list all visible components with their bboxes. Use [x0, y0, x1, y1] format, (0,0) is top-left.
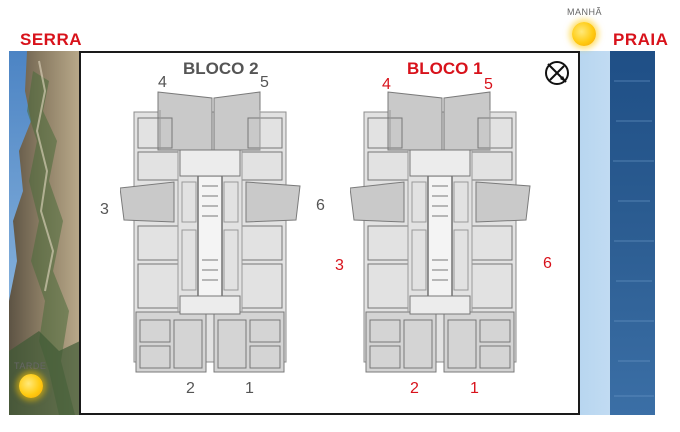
sun-icon	[572, 22, 596, 46]
bloco1-floorplan	[349, 90, 540, 385]
serra-label: SERRA	[20, 30, 83, 49]
bloco1-unit-6: 6	[543, 255, 552, 272]
bloco2-unit-5: 5	[260, 74, 269, 91]
bloco2-unit-6: 6	[316, 197, 325, 214]
bloco2-unit-1: 1	[245, 380, 254, 397]
bloco2-unit-3: 3	[100, 201, 109, 218]
manha-label: MANHÃ	[567, 7, 603, 17]
compass-icon	[543, 59, 571, 92]
bloco1-unit-4: 4	[382, 76, 391, 93]
praia-seascape	[580, 51, 655, 415]
praia-label: PRAIA	[613, 30, 669, 49]
sun-icon	[19, 374, 43, 398]
tarde-label: TARDE	[14, 361, 47, 371]
bloco1-unit-5: 5	[484, 76, 493, 93]
bloco1-unit-2: 2	[410, 380, 419, 397]
serra-landscape	[9, 51, 80, 415]
bloco1-title: BLOCO 1	[407, 59, 483, 78]
bloco2-title: BLOCO 2	[183, 59, 259, 78]
bloco2-floorplan	[119, 90, 310, 385]
bloco1-unit-3: 3	[335, 257, 344, 274]
bloco2-unit-4: 4	[158, 74, 167, 91]
bloco1-unit-1: 1	[470, 380, 479, 397]
bloco2-unit-2: 2	[186, 380, 195, 397]
